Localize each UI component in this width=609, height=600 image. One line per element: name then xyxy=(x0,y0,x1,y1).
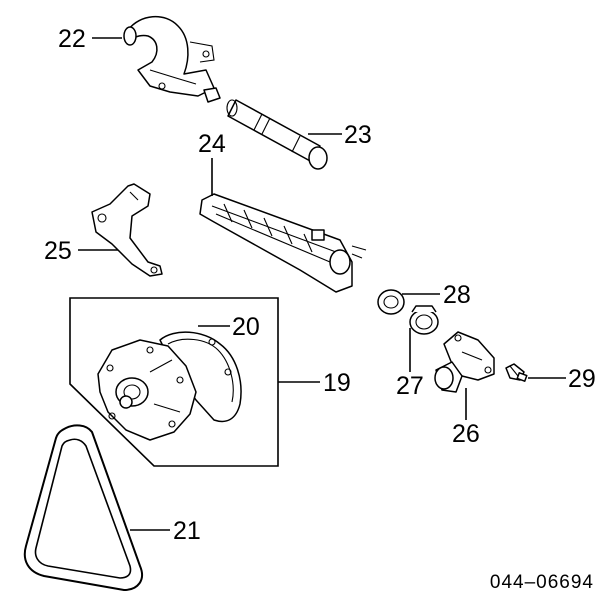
callout-26: 26 xyxy=(452,420,480,448)
callout-23: 23 xyxy=(344,121,372,149)
reference-code: 044–06694 xyxy=(490,572,594,593)
callout-22: 22 xyxy=(58,25,86,53)
leader-lines xyxy=(78,37,566,531)
callout-21: 21 xyxy=(173,517,201,545)
callout-27: 27 xyxy=(396,372,424,400)
part-19-water-pump xyxy=(97,339,197,441)
part-22-water-inlet-pipe xyxy=(123,15,221,103)
part-28-gasket-ring xyxy=(377,289,405,315)
part-26-water-inlet-housing xyxy=(434,331,495,393)
part-20-gasket xyxy=(159,331,242,423)
callout-labels: 22 23 24 25 20 19 21 28 27 26 29 xyxy=(44,25,596,545)
part-27-thermostat xyxy=(409,305,439,335)
callout-29: 29 xyxy=(568,365,596,393)
part-24-water-manifold xyxy=(199,193,367,293)
part-25-bracket xyxy=(91,183,163,277)
callout-19: 19 xyxy=(323,369,351,397)
part-29-sensor xyxy=(505,363,528,382)
callout-25: 25 xyxy=(44,237,72,265)
callout-24: 24 xyxy=(198,130,226,158)
callout-28: 28 xyxy=(443,281,471,309)
part-19-water-pump-assembly-frame xyxy=(69,297,279,467)
callout-20: 20 xyxy=(232,313,260,341)
part-21-v-ribbed-belt xyxy=(23,424,143,591)
part-23-hose xyxy=(226,99,328,170)
